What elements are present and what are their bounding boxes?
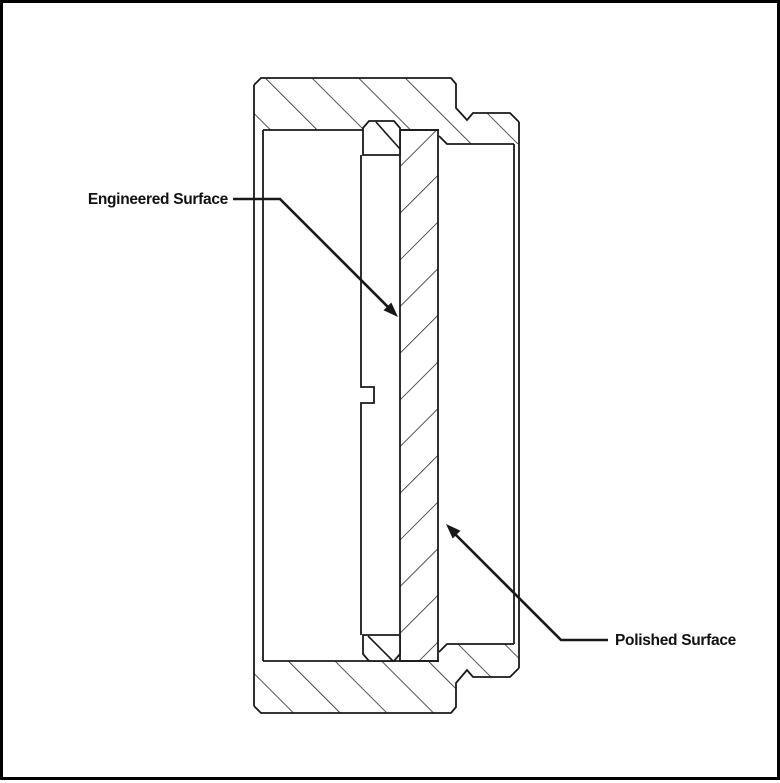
cap-top-section-hatch xyxy=(254,78,519,144)
engineered-surface-callout: Engineered Surface xyxy=(88,191,398,317)
engineered-surface-label: Engineered Surface xyxy=(88,191,229,208)
cap-top-outline xyxy=(253,77,520,123)
left-wall-lines xyxy=(253,85,264,706)
engineered-surface-arrow xyxy=(383,302,398,317)
retaining-block-bottom xyxy=(362,634,401,662)
optic-cross-section xyxy=(399,129,439,662)
cavity-shelf-lines xyxy=(438,135,514,653)
cavity-boundary-lines xyxy=(263,129,439,662)
polished-surface-label: Polished Surface xyxy=(615,632,737,649)
cap-bottom-outline xyxy=(253,667,520,714)
engineered-surface-leader xyxy=(233,197,390,309)
retaining-block-top xyxy=(362,120,401,156)
right-sleeve-lines xyxy=(513,122,520,668)
polished-surface-callout: Polished Surface xyxy=(446,524,737,649)
inner-tube-line xyxy=(360,155,375,635)
polished-surface-leader xyxy=(454,533,608,642)
technical-drawing: Engineered Surface Polished Surface xyxy=(88,77,737,714)
polished-surface-arrow xyxy=(446,524,461,539)
